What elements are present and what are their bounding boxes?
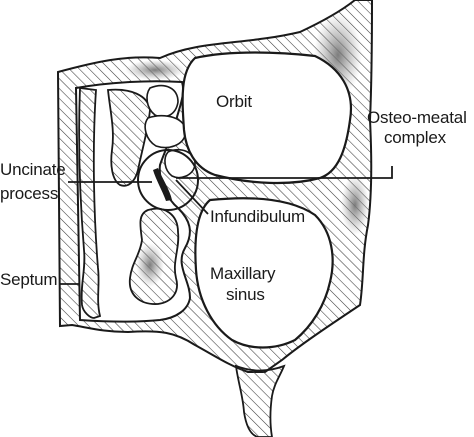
orbit-label: Orbit bbox=[216, 92, 252, 111]
infundibulum-leader bbox=[175, 179, 209, 215]
ethmoid-cell-upper bbox=[146, 84, 179, 118]
osteo-meatal-label-line2: complex bbox=[384, 128, 446, 147]
osteo-meatal-label-line1: Osteo-meatal bbox=[367, 108, 467, 127]
infundibulum-label: Infundibulum bbox=[210, 207, 305, 226]
tooth bbox=[234, 364, 286, 437]
osteo-meatal-leader bbox=[176, 166, 393, 179]
maxillary-label-line2: sinus bbox=[226, 285, 265, 304]
maxillary-sinus bbox=[194, 197, 334, 349]
maxillary-label-line1: Maxillary bbox=[210, 264, 276, 283]
uncinate-process bbox=[153, 168, 172, 201]
ethmoid-cell-middle bbox=[144, 114, 187, 149]
bone-shading-top bbox=[125, 60, 185, 80]
orbit bbox=[181, 51, 353, 185]
nasal-septum bbox=[78, 86, 102, 319]
uncinate-label-line1: Uncinate bbox=[0, 160, 66, 179]
septum-label: Septum bbox=[0, 270, 58, 289]
turbinate-shading bbox=[136, 243, 164, 287]
uncinate-label-line2: process bbox=[0, 184, 59, 203]
osteo-meatal-circle bbox=[137, 149, 199, 211]
bone-shading-right bbox=[341, 175, 369, 235]
